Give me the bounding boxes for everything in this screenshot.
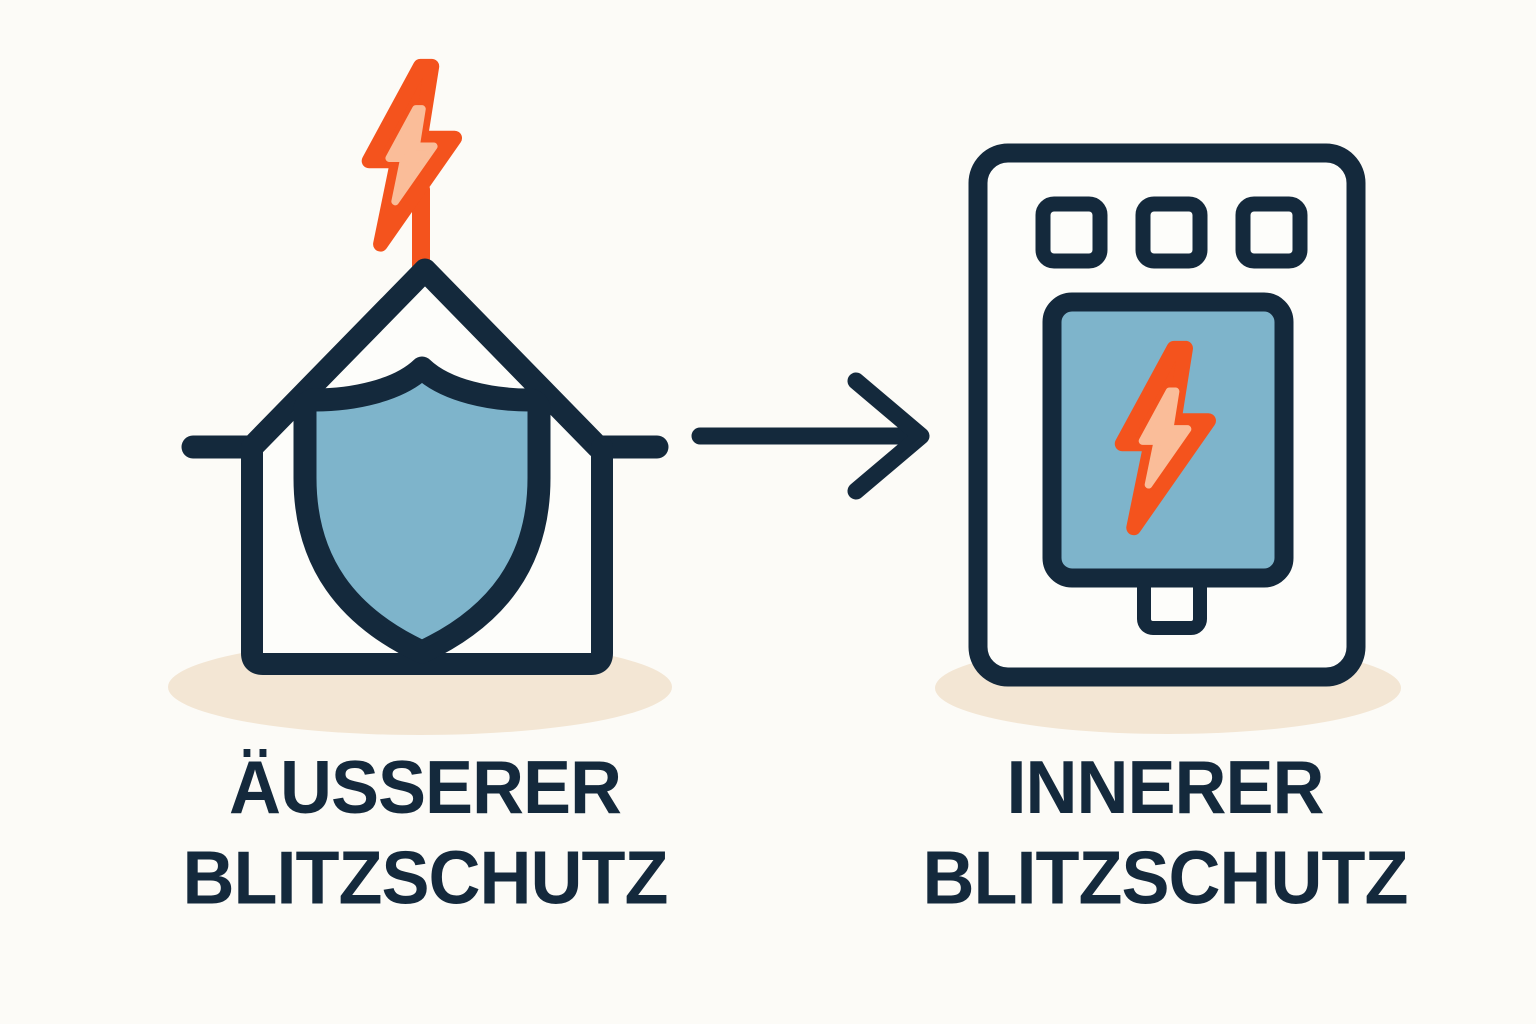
lightning-rod — [412, 185, 430, 270]
left-caption-line2: BLITZSCHUTZ — [182, 837, 669, 921]
left-caption: ÄUSSERER BLITZSCHUTZ — [25, 744, 825, 925]
lightning-bolt-icon — [369, 66, 455, 244]
right-caption: INNERER BLITZSCHUTZ — [765, 744, 1536, 925]
house-roof-outline — [181, 258, 669, 459]
arrow-head — [847, 372, 930, 500]
surge-protector-panel-icon — [968, 143, 1366, 687]
house-with-shield-and-lightning-icon — [181, 66, 669, 675]
panel-vent-square-1 — [1035, 196, 1108, 269]
left-caption-line1: ÄUSSERER — [228, 746, 622, 830]
panel-vent-square-3 — [1235, 196, 1308, 269]
house-walls-outline — [241, 436, 613, 675]
shield-icon — [293, 356, 551, 664]
panel-vent-square-2 — [1135, 196, 1208, 269]
right-arrow-icon — [691, 372, 930, 500]
right-caption-line2: BLITZSCHUTZ — [922, 837, 1409, 921]
right-caption-line1: INNERER — [1006, 746, 1324, 830]
